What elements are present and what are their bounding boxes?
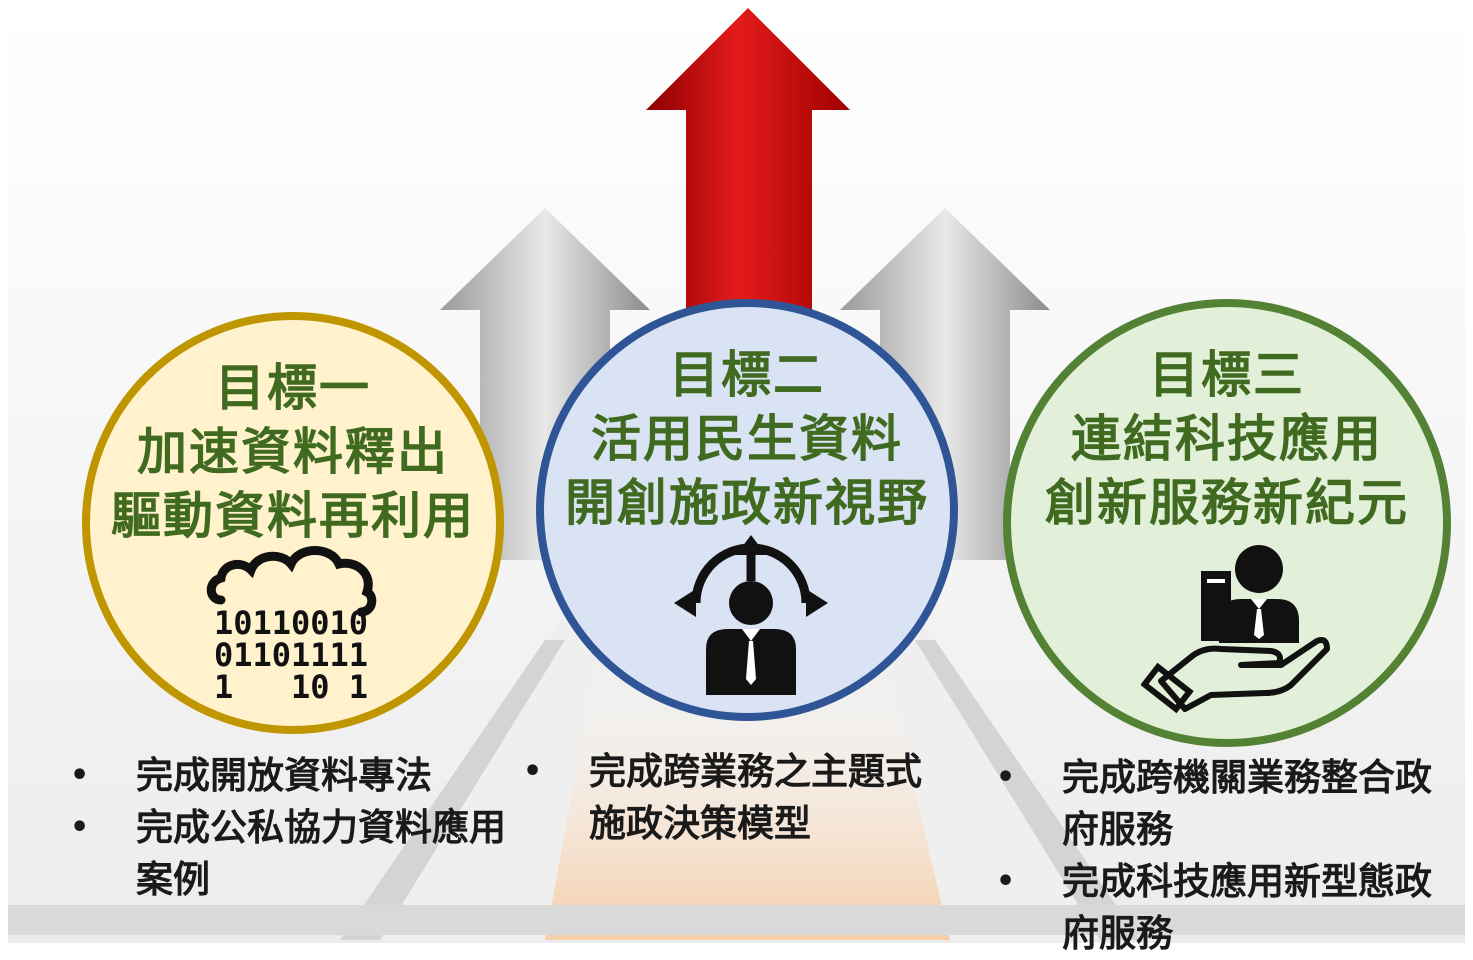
bullet-dot: • [523, 754, 543, 789]
goal-heading: 目標二 [669, 346, 825, 404]
bullet-dot: • [996, 760, 1016, 795]
bullet-item: • 完成跨機關業務整合政府服務 [996, 752, 1436, 856]
binary-row-3: 1 10 1 [214, 668, 368, 702]
bullet-text: 完成跨機關業務整合政府服務 [1062, 756, 1432, 851]
goal-circle-1: 目標一 加速資料釋出 驅動資料再利用 10110010 01101111 1 1… [82, 312, 504, 734]
road-glow [545, 640, 950, 940]
binary-row-1: 10110010 [214, 604, 368, 642]
goal-1-bullets: • 完成開放資料專法 • 完成公私協力資料應用案例 [70, 750, 510, 906]
goal-circle-3: 目標三 連結科技應用 創新服務新紀元 [1003, 299, 1451, 747]
bullet-dot: • [70, 758, 90, 793]
bullet-text: 完成公私協力資料應用案例 [136, 806, 506, 901]
goal-line2: 開創施政新視野 [565, 474, 929, 532]
cloud-binary-data-icon: 10110010 01101111 1 10 1 [206, 546, 377, 702]
goal-title-2: 目標二 活用民生資料 開創施政新視野 [544, 343, 950, 535]
goal-3-bullets: • 完成跨機關業務整合政府服務 • 完成科技應用新型態政府服務 [996, 752, 1436, 960]
goal-heading: 目標一 [215, 359, 371, 417]
red-up-arrow [646, 8, 850, 320]
goal-circle-2: 目標二 活用民生資料 開創施政新視野 [536, 299, 958, 721]
goal-line2: 創新服務新紀元 [1045, 474, 1409, 532]
goal-title-3: 目標三 連結科技應用 創新服務新紀元 [1011, 343, 1443, 535]
bullet-dot: • [996, 864, 1016, 899]
hand-serving-person-icon [1141, 545, 1330, 714]
goal-line2: 驅動資料再利用 [111, 487, 475, 545]
bullet-text: 完成開放資料專法 [136, 754, 432, 797]
bullet-text: 完成跨業務之主題式施政決策模型 [589, 750, 922, 845]
bullet-item: • 完成公私協力資料應用案例 [70, 802, 510, 906]
goal-line1: 連結科技應用 [1071, 410, 1383, 468]
bullet-item: • 完成跨業務之主題式施政決策模型 [523, 746, 953, 850]
bullet-item: • 完成科技應用新型態政府服務 [996, 856, 1436, 960]
goal-line1: 加速資料釋出 [137, 423, 449, 481]
goal-heading: 目標三 [1149, 346, 1305, 404]
person-decision-arrows-icon [674, 535, 828, 695]
goal-title-1: 目標一 加速資料釋出 驅動資料再利用 [90, 356, 496, 548]
binary-row-2: 01101111 [214, 636, 368, 674]
bullet-dot: • [70, 810, 90, 845]
goal-line1: 活用民生資料 [591, 410, 903, 468]
bullet-item: • 完成開放資料專法 [70, 750, 510, 802]
goal-2-bullets: • 完成跨業務之主題式施政決策模型 [523, 746, 953, 850]
bullet-text: 完成科技應用新型態政府服務 [1062, 860, 1432, 955]
